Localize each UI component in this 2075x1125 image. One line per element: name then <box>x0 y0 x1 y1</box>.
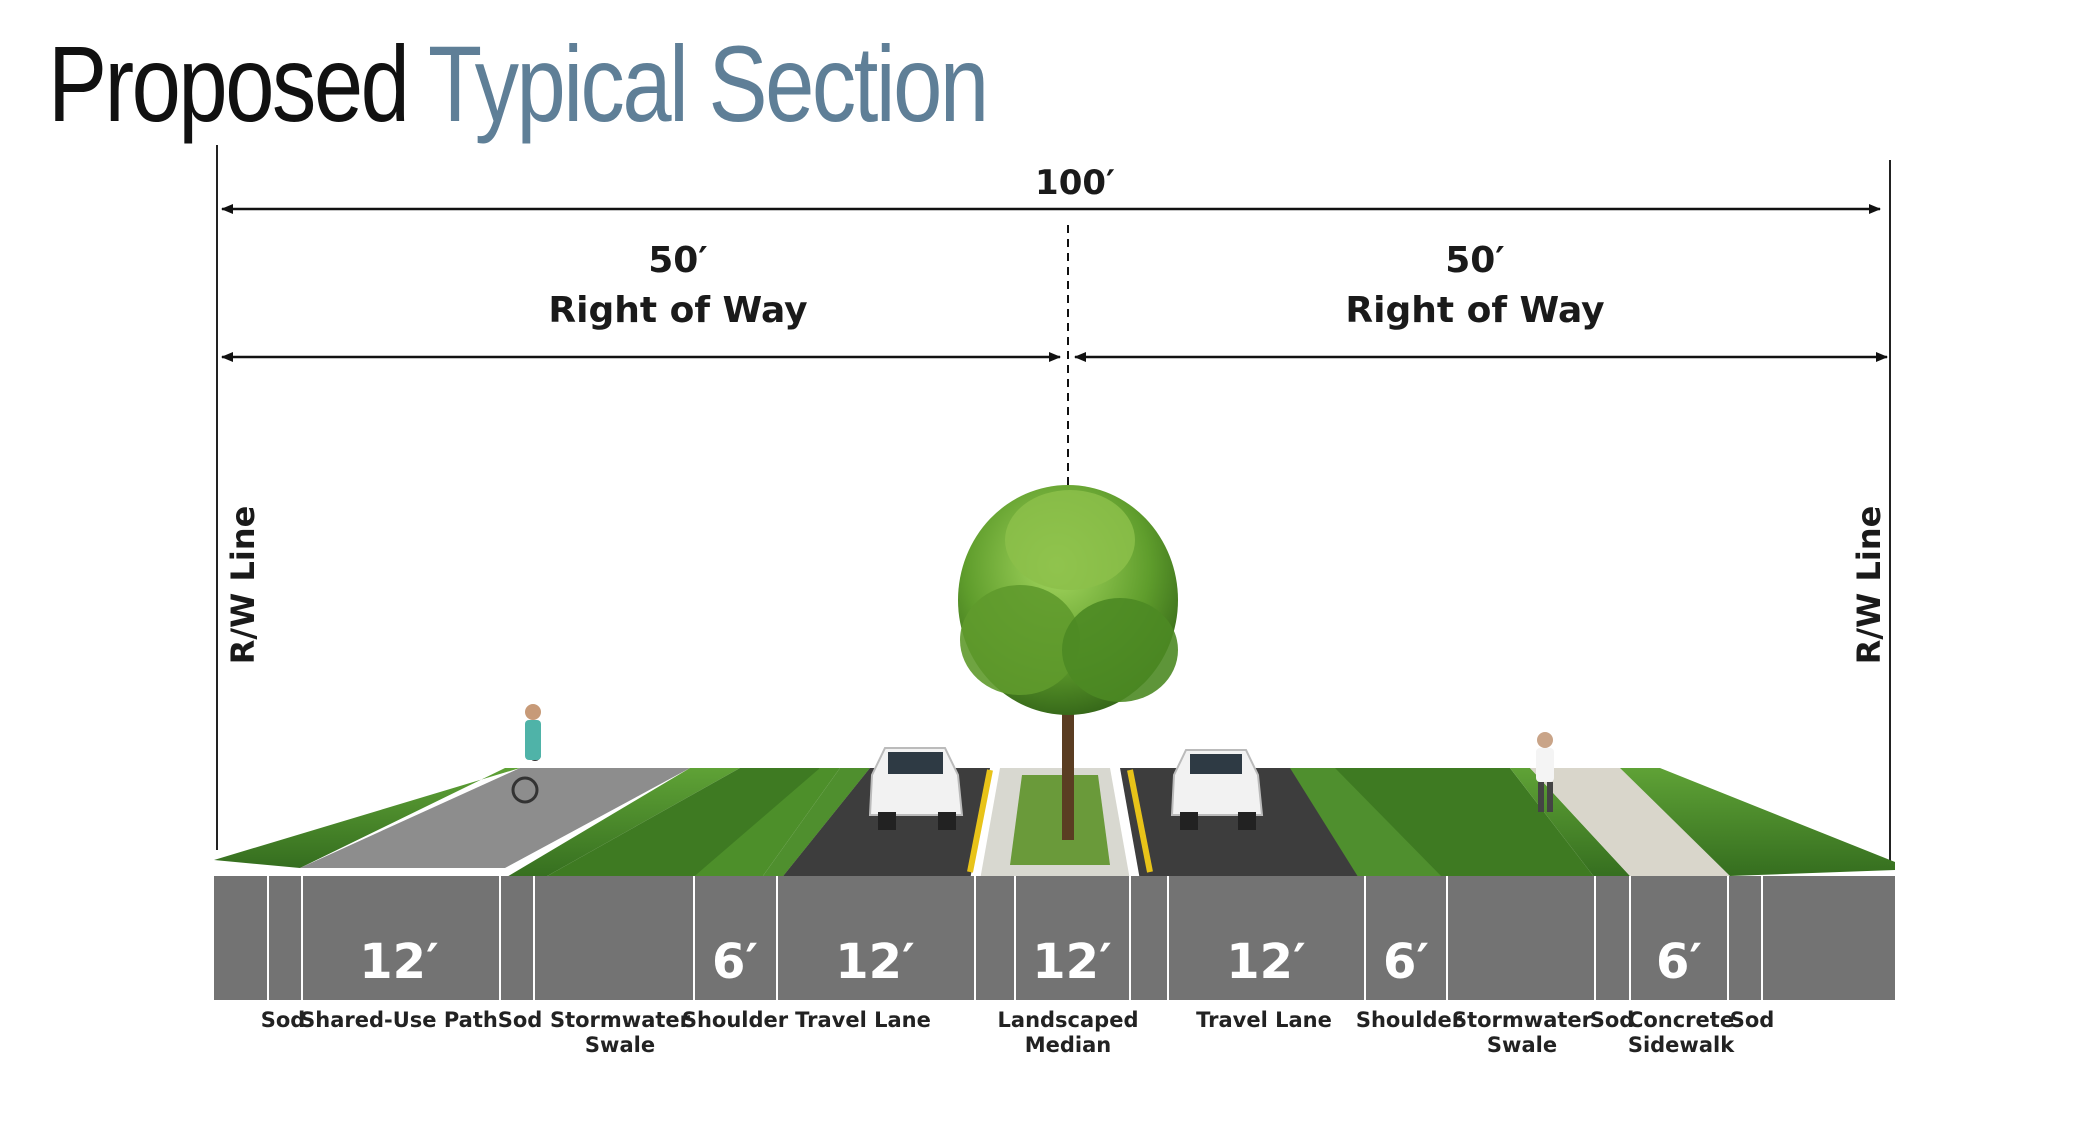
width-shared-use-path: 12′ <box>359 934 438 990</box>
label-sod-2: Sod <box>498 1008 543 1032</box>
right-row-label: Right of Way <box>1345 290 1604 331</box>
label-landscaped-median-2: Median <box>1025 1033 1112 1057</box>
width-shoulder-right: 6′ <box>1383 934 1429 990</box>
label-landscaped-median-1: Landscaped <box>998 1008 1139 1032</box>
label-stormwater-swale-right-1: Stormwater <box>1452 1008 1593 1032</box>
section-band: 12′ 6′ 12′ 12′ 12′ 6′ 6′ <box>214 876 1895 1000</box>
label-stormwater-swale-right-2: Swale <box>1487 1033 1557 1057</box>
width-sidewalk: 6′ <box>1656 934 1702 990</box>
label-sod-3: Sod <box>1590 1008 1635 1032</box>
width-median: 12′ <box>1032 934 1111 990</box>
left-row-value: 50′ <box>648 240 708 281</box>
width-shoulder-left: 6′ <box>712 934 758 990</box>
label-travel-lane-right: Travel Lane <box>1196 1008 1332 1032</box>
rw-line-left-label: R/W Line <box>224 506 262 665</box>
left-row-label: Right of Way <box>548 290 807 331</box>
label-travel-lane-left: Travel Lane <box>795 1008 931 1032</box>
label-shared-use-path: Shared-Use Path <box>300 1008 498 1032</box>
rw-line-right-label: R/W Line <box>1850 506 1888 665</box>
right-row-value: 50′ <box>1445 240 1505 281</box>
label-shoulder-right: Shoulder <box>1356 1008 1463 1032</box>
label-concrete-sidewalk-2: Sidewalk <box>1628 1033 1735 1057</box>
title-part-1: Proposed <box>48 23 410 144</box>
label-shoulder-left: Shoulder <box>682 1008 789 1032</box>
label-stormwater-swale-left-1: Stormwater <box>550 1008 691 1032</box>
width-travel-lane-right: 12′ <box>1226 934 1305 990</box>
page-title: Proposed Typical Section <box>48 30 989 138</box>
title-part-2: Typical Section <box>427 23 989 144</box>
label-sod-4: Sod <box>1730 1008 1775 1032</box>
tree-icon <box>958 485 1178 840</box>
ground-surface <box>214 768 1895 900</box>
pedestrian-icon <box>1536 732 1554 812</box>
label-sod-1: Sod <box>261 1008 306 1032</box>
car-icon <box>1170 749 1264 830</box>
width-travel-lane-left: 12′ <box>835 934 914 990</box>
label-stormwater-swale-left-2: Swale <box>585 1033 655 1057</box>
total-dimension-label: 100′ <box>1035 163 1115 203</box>
car-icon <box>868 747 964 830</box>
cyclist-icon <box>511 704 541 804</box>
label-concrete-sidewalk-1: Concrete <box>1628 1008 1734 1032</box>
